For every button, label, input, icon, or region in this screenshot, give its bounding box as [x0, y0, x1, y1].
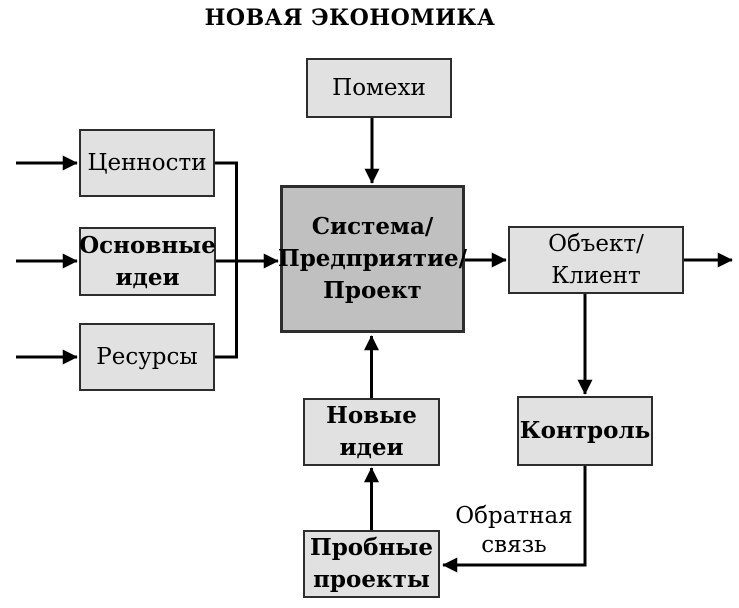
node-novye-idei: Новые идеи: [303, 398, 440, 466]
node-sistema-line3: Проект: [323, 277, 422, 304]
node-obyekt-line1: Объект/: [548, 231, 644, 257]
node-probnye-proekty: Пробные проекты: [303, 530, 440, 598]
node-obyekt-klient: Объект/ Клиент: [508, 226, 684, 294]
arrow-kontrol-feedback-to-probnye: [442, 466, 587, 573]
feedback-label: Обратная связь: [449, 502, 579, 560]
node-osnovnye-idei-line2: идеи: [115, 263, 180, 291]
node-cennosti-label: Ценности: [87, 150, 207, 176]
node-resursy: Ресурсы: [79, 323, 215, 391]
node-osnovnye-idei: Основные идеи: [79, 227, 216, 296]
node-osnovnye-idei-line1: Основные: [79, 231, 216, 259]
node-pomehi-label: Помехи: [332, 75, 426, 101]
diagram-title: НОВАЯ ЭКОНОМИКА: [204, 5, 496, 31]
feedback-label-line2: связь: [481, 532, 547, 558]
node-novye-idei-line2: идеи: [339, 434, 404, 461]
node-probnye-line1: Пробные: [309, 534, 433, 561]
node-probnye-line2: проекты: [313, 566, 430, 593]
node-sistema-predpriyatie-proekt: Система/ Предприятие/ Проект: [277, 185, 468, 333]
node-cennosti: Ценности: [79, 129, 215, 197]
node-novye-idei-line1: Новые: [326, 402, 417, 429]
node-sistema-line1: Система/: [311, 213, 434, 240]
node-sistema-line2: Предприятие/: [277, 245, 468, 272]
node-kontrol: Контроль: [517, 396, 653, 466]
node-obyekt-line2: Клиент: [551, 263, 641, 289]
node-kontrol-label: Контроль: [519, 417, 651, 444]
node-pomehi: Помехи: [306, 58, 452, 118]
feedback-label-line1: Обратная: [455, 503, 573, 529]
node-resursy-label: Ресурсы: [96, 344, 198, 370]
